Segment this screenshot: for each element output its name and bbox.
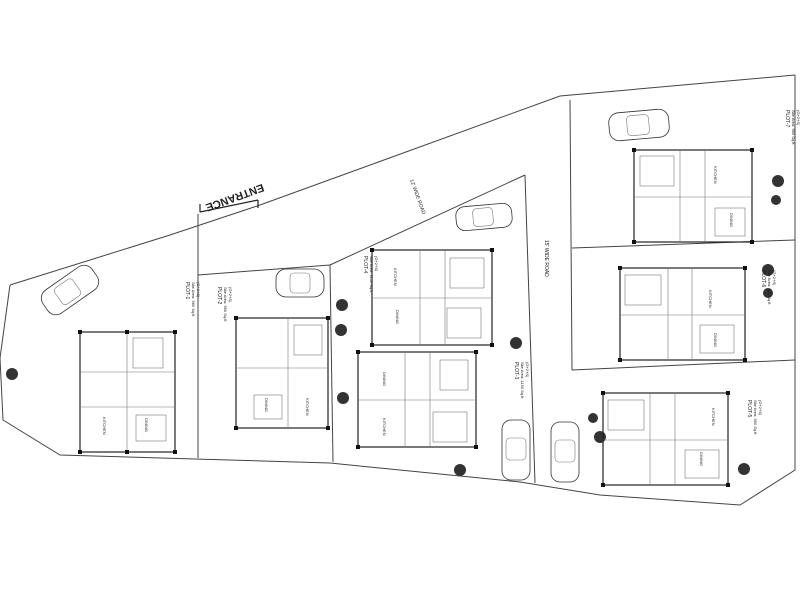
- plot-5-floorplan: KITCHEN DINING: [601, 391, 730, 487]
- plot-line: Site Area: 960 Sq.ft: [791, 110, 796, 145]
- room-label-kitchen: KITCHEN: [711, 408, 716, 426]
- plot-label-1: PLOT-1 Site Area: 960 Sq.ft (G+2+S): [184, 282, 201, 317]
- plot-line: (G+2+S): [772, 270, 777, 286]
- room-label-dining: DINING: [382, 372, 387, 386]
- plot-2-floorplan: KITCHEN DINING: [234, 316, 330, 430]
- plot-1-floorplan: KITCHEN DINING: [78, 330, 177, 454]
- entrance-marker: ENTRANCE: [199, 181, 266, 213]
- site-boundary: [0, 74, 796, 506]
- room-label-kitchen: KITCHEN: [393, 268, 398, 286]
- plot-line: Site Area: 960 Sq.ft: [753, 400, 758, 435]
- room-label-dining: DINING: [699, 452, 704, 466]
- plot-title: PLOT-7: [784, 110, 790, 127]
- room-label-dining: DINING: [713, 333, 718, 347]
- car-icon: [501, 419, 531, 481]
- plot-title: PLOT-1: [184, 282, 190, 299]
- plot-title: PLOT-4: [362, 256, 368, 273]
- room-label-dining: DINING: [264, 398, 269, 412]
- room-label-dining: DINING: [395, 310, 400, 324]
- plot-label-5: PLOT-5 Site Area: 960 Sq.ft (G+2+S): [746, 400, 763, 435]
- plot-line: Site Area: 960 Sq.ft: [223, 287, 228, 322]
- room-label-kitchen: KITCHEN: [305, 398, 310, 416]
- plot-line: (G+2+S): [796, 110, 801, 126]
- plot-label-6: PLOT-6 Site Area: 960 Sq.ft (G+2+S): [760, 270, 777, 305]
- plot-line: (G+2+S): [196, 282, 201, 298]
- car-icon: [550, 421, 580, 483]
- plot-line: (G+2+S): [374, 256, 379, 272]
- plot-title: PLOT-6: [760, 270, 766, 287]
- room-label-kitchen: KITCHEN: [708, 290, 713, 308]
- car-icon: [608, 108, 670, 142]
- plot-label-7: PLOT-7 Site Area: 960 Sq.ft (G+2+S): [784, 110, 801, 145]
- plot-title: PLOT-2: [216, 287, 222, 304]
- plot-label-4: PLOT-4 Site Area: 1150 Sq.ft (G+2+S): [362, 256, 379, 293]
- room-label-dining: DINING: [144, 418, 149, 432]
- entrance-label: ENTRANCE: [204, 181, 266, 213]
- tree-icons: [6, 175, 784, 476]
- plot-label-3: PLOT-3 Site Area: 1150 Sq.ft (G+2+S): [513, 362, 530, 399]
- plot-3-floorplan: DINING KITCHEN: [356, 350, 478, 449]
- plot-line: Site Area: 960 Sq.ft: [767, 270, 772, 305]
- road-label-top: 12' WIDE ROAD: [408, 179, 426, 216]
- plot-line: (G+2+S): [758, 400, 763, 416]
- plot-line: (G+2+S): [525, 362, 530, 378]
- plot-label-2: PLOT-2 Site Area: 960 Sq.ft (G+2+S): [216, 287, 233, 322]
- room-label-kitchen: KITCHEN: [382, 418, 387, 436]
- plot-title: PLOT-5: [746, 400, 752, 417]
- plot-line: (G+2+S): [228, 287, 233, 303]
- car-icon: [275, 268, 325, 298]
- car-icon: [40, 264, 100, 316]
- room-label-kitchen: KITCHEN: [102, 417, 107, 435]
- room-label-dining: DINING: [729, 213, 734, 227]
- road-label-right: 15' WIDE ROAD: [543, 240, 549, 277]
- plot-line: Site Area: 1150 Sq.ft: [369, 256, 374, 293]
- plot-line: Site Area: 1150 Sq.ft: [520, 362, 525, 399]
- plot-title: PLOT-3: [513, 362, 519, 379]
- plot-line: Site Area: 960 Sq.ft: [191, 282, 196, 317]
- car-icon: [455, 202, 513, 232]
- plot-6-floorplan: KITCHEN DINING: [618, 266, 747, 362]
- plot-7-floorplan: KITCHEN DINING: [632, 148, 754, 244]
- plot-4-floorplan: KITCHEN DINING: [370, 248, 494, 347]
- room-label-kitchen: KITCHEN: [713, 166, 718, 184]
